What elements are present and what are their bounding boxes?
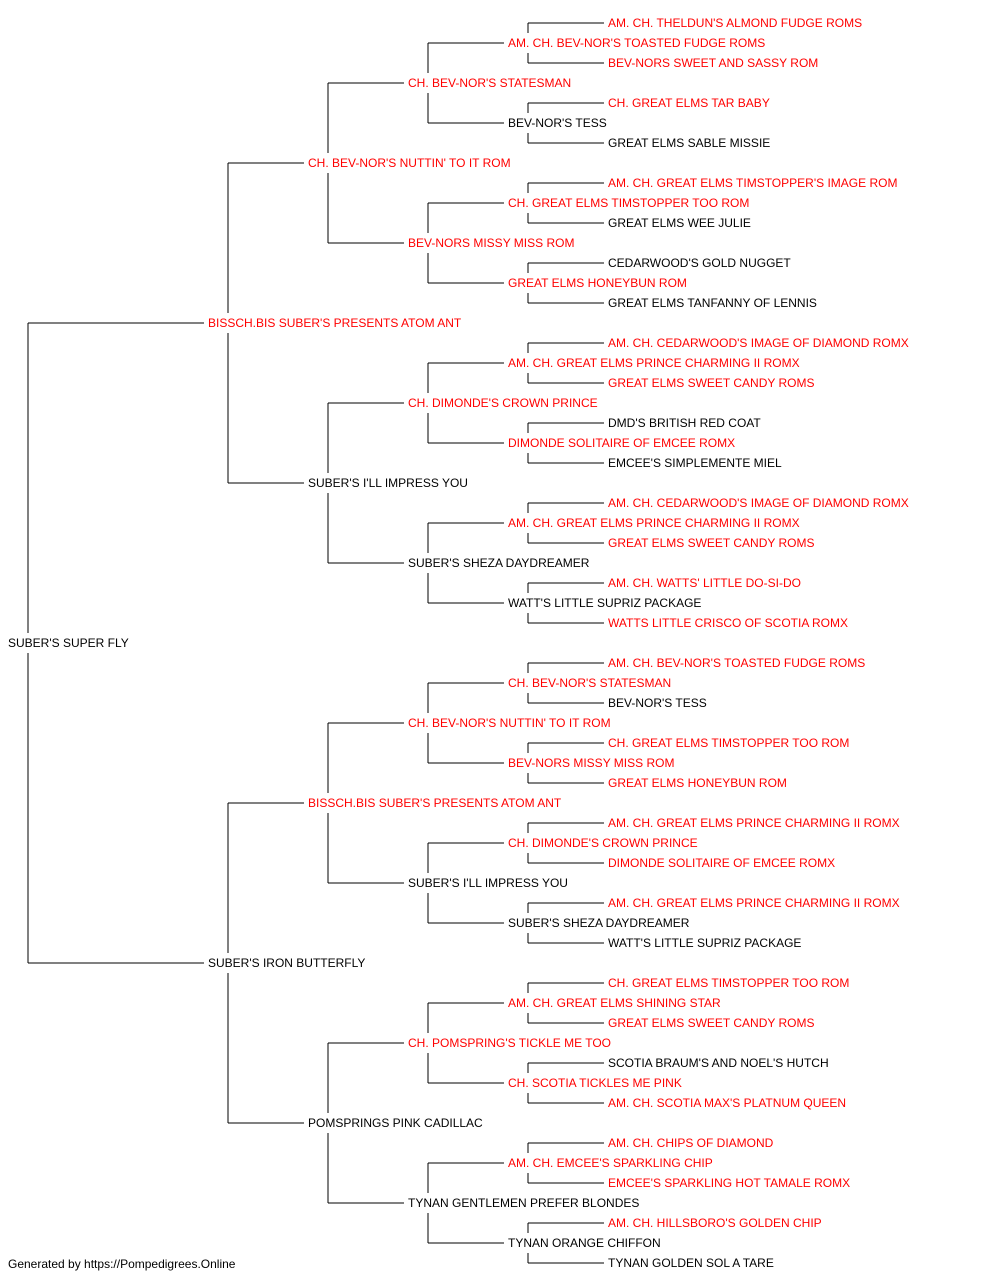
dog-name-gen-3: CH. POMSPRING'S TICKLE ME TOO	[408, 1036, 611, 1050]
dog-name-gen-5: BEV-NOR'S TESS	[608, 696, 707, 710]
dog-name-gen-4: BEV-NOR'S TESS	[508, 116, 607, 130]
dog-name-gen-5: AM. CH. GREAT ELMS PRINCE CHARMING II RO…	[608, 896, 900, 910]
dog-name-gen-5: TYNAN GOLDEN SOL A TARE	[608, 1256, 774, 1270]
footer-credit: Generated by https://Pompedigrees.Online	[8, 1257, 236, 1271]
dog-name-gen-5: AM. CH. CEDARWOOD'S IMAGE OF DIAMOND ROM…	[608, 336, 909, 350]
dog-name-gen-4: AM. CH. EMCEE'S SPARKLING CHIP	[508, 1156, 713, 1170]
dog-name-gen-5: DIMONDE SOLITAIRE OF EMCEE ROMX	[608, 856, 835, 870]
dog-name-gen-5: BEV-NORS SWEET AND SASSY ROM	[608, 56, 818, 70]
dog-name-gen-2: POMSPRINGS PINK CADILLAC	[308, 1116, 483, 1130]
dog-name-gen-2: BISSCH.BIS SUBER'S PRESENTS ATOM ANT	[308, 796, 562, 810]
dog-name-gen-0: SUBER'S SUPER FLY	[8, 636, 129, 650]
dog-name-gen-5: WATT'S LITTLE SUPRIZ PACKAGE	[608, 936, 801, 950]
dog-name-gen-4: AM. CH. GREAT ELMS PRINCE CHARMING II RO…	[508, 516, 800, 530]
dog-name-gen-5: SCOTIA BRAUM'S AND NOEL'S HUTCH	[608, 1056, 829, 1070]
dog-name-gen-3: SUBER'S I'LL IMPRESS YOU	[408, 876, 568, 890]
dog-name-gen-1: BISSCH.BIS SUBER'S PRESENTS ATOM ANT	[208, 316, 462, 330]
dog-name-gen-4: CH. SCOTIA TICKLES ME PINK	[508, 1076, 682, 1090]
dog-name-gen-5: GREAT ELMS TANFANNY OF LENNIS	[608, 296, 817, 310]
dog-name-gen-5: CH. GREAT ELMS TAR BABY	[608, 96, 770, 110]
dog-name-gen-3: BEV-NORS MISSY MISS ROM	[408, 236, 574, 250]
dog-name-gen-5: EMCEE'S SIMPLEMENTE MIEL	[608, 456, 782, 470]
dog-name-gen-5: GREAT ELMS SABLE MISSIE	[608, 136, 770, 150]
dog-name-gen-2: SUBER'S I'LL IMPRESS YOU	[308, 476, 468, 490]
dog-name-gen-4: WATT'S LITTLE SUPRIZ PACKAGE	[508, 596, 701, 610]
dog-name-gen-4: AM. CH. GREAT ELMS PRINCE CHARMING II RO…	[508, 356, 800, 370]
dog-name-gen-3: TYNAN GENTLEMEN PREFER BLONDES	[408, 1196, 639, 1210]
dog-name-gen-3: SUBER'S SHEZA DAYDREAMER	[408, 556, 590, 570]
dog-name-gen-5: GREAT ELMS WEE JULIE	[608, 216, 751, 230]
dog-name-gen-5: GREAT ELMS SWEET CANDY ROMS	[608, 1016, 814, 1030]
dog-name-gen-5: CH. GREAT ELMS TIMSTOPPER TOO ROM	[608, 736, 849, 750]
dog-name-gen-1: SUBER'S IRON BUTTERFLY	[208, 956, 365, 970]
dog-name-gen-5: AM. CH. CEDARWOOD'S IMAGE OF DIAMOND ROM…	[608, 496, 909, 510]
dog-name-gen-5: GREAT ELMS HONEYBUN ROM	[608, 776, 787, 790]
dog-name-gen-5: AM. CH. GREAT ELMS TIMSTOPPER'S IMAGE RO…	[608, 176, 897, 190]
dog-name-gen-5: AM. CH. THELDUN'S ALMOND FUDGE ROMS	[608, 16, 862, 30]
dog-name-gen-4: CH. BEV-NOR'S STATESMAN	[508, 676, 671, 690]
dog-name-gen-5: GREAT ELMS SWEET CANDY ROMS	[608, 536, 814, 550]
dog-name-gen-5: WATTS LITTLE CRISCO OF SCOTIA ROMX	[608, 616, 848, 630]
dog-name-gen-4: TYNAN ORANGE CHIFFON	[508, 1236, 661, 1250]
dog-name-gen-4: GREAT ELMS HONEYBUN ROM	[508, 276, 687, 290]
dog-name-gen-3: CH. DIMONDE'S CROWN PRINCE	[408, 396, 598, 410]
dog-name-gen-5: CH. GREAT ELMS TIMSTOPPER TOO ROM	[608, 976, 849, 990]
dog-name-gen-3: CH. BEV-NOR'S STATESMAN	[408, 76, 571, 90]
dog-name-gen-4: SUBER'S SHEZA DAYDREAMER	[508, 916, 690, 930]
dog-name-gen-5: AM. CH. WATTS' LITTLE DO-SI-DO	[608, 576, 801, 590]
dog-name-gen-2: CH. BEV-NOR'S NUTTIN' TO IT ROM	[308, 156, 511, 170]
dog-name-gen-5: AM. CH. CHIPS OF DIAMOND	[608, 1136, 774, 1150]
dog-name-gen-5: EMCEE'S SPARKLING HOT TAMALE ROMX	[608, 1176, 850, 1190]
dog-name-gen-5: AM. CH. BEV-NOR'S TOASTED FUDGE ROMS	[608, 656, 865, 670]
dog-name-gen-4: CH. GREAT ELMS TIMSTOPPER TOO ROM	[508, 196, 749, 210]
dog-name-gen-5: AM. CH. HILLSBORO'S GOLDEN CHIP	[608, 1216, 822, 1230]
dog-name-gen-4: DIMONDE SOLITAIRE OF EMCEE ROMX	[508, 436, 735, 450]
dog-name-gen-4: BEV-NORS MISSY MISS ROM	[508, 756, 674, 770]
dog-name-gen-4: AM. CH. BEV-NOR'S TOASTED FUDGE ROMS	[508, 36, 765, 50]
dog-name-gen-4: CH. DIMONDE'S CROWN PRINCE	[508, 836, 698, 850]
dog-name-gen-5: DMD'S BRITISH RED COAT	[608, 416, 761, 430]
dog-name-gen-5: AM. CH. SCOTIA MAX'S PLATNUM QUEEN	[608, 1096, 846, 1110]
dog-name-gen-5: CEDARWOOD'S GOLD NUGGET	[608, 256, 791, 270]
dog-name-gen-4: AM. CH. GREAT ELMS SHINING STAR	[508, 996, 721, 1010]
dog-name-gen-5: GREAT ELMS SWEET CANDY ROMS	[608, 376, 814, 390]
dog-name-gen-3: CH. BEV-NOR'S NUTTIN' TO IT ROM	[408, 716, 611, 730]
dog-name-gen-5: AM. CH. GREAT ELMS PRINCE CHARMING II RO…	[608, 816, 900, 830]
